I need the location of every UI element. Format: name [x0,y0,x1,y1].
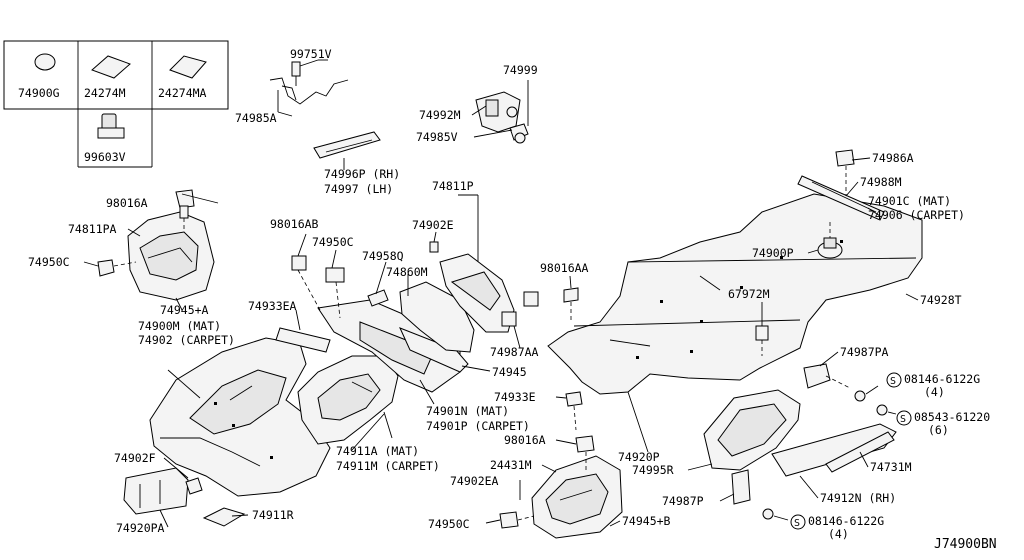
grommet-icon [34,53,56,71]
callout-label: 74911A (MAT) [336,444,419,458]
callout-label: 74988M [860,175,902,189]
callout-label: 74997 (LH) [324,182,393,196]
callout-label: 74995R [632,463,674,477]
callout-label: (6) [928,423,949,437]
callout-label: 74860M [386,265,428,279]
callout-label: 08146-6122G [808,514,884,528]
callout-label: 74996P (RH) [324,167,400,181]
callout-label: 98016AA [540,261,589,275]
callout-label: 74900M (MAT) [138,319,221,333]
callout-label: 74945 [492,365,527,379]
callout-label: 74933E [494,390,536,404]
callout-label: 67972M [728,287,770,301]
lower-seat-pan [499,391,623,539]
callout-label: 74987P [662,494,704,508]
callout-label: 74987PA [840,345,889,359]
callout-label: 74902 (CARPET) [138,333,235,347]
callout-label: 74811P [432,179,474,193]
callout-label: 74987AA [490,345,539,359]
svg-text:S: S [900,414,906,425]
center-seat-bracket [399,194,539,353]
callout-label: 74912N (RH) [820,491,896,505]
callout-label: 74950C [312,235,354,249]
clip-67972M [755,325,769,341]
left-seat-pan [97,189,215,301]
right-storage-tray [703,363,897,505]
callout-label: 74958Q [362,249,404,263]
s-marker-icon: S S S [790,372,912,530]
inset-panel: 74900G 24274M 24274MA 99603V [3,40,229,168]
pad-24274MA-icon [169,55,207,79]
rear-floor-mat [297,355,399,445]
callout-label: (4) [828,527,849,541]
callout-label: 74906 (CARPET) [868,208,965,222]
callout-label: 74950C [428,517,470,531]
callout-label: 74902EA [450,474,499,488]
callout-label: 74945+B [622,514,671,528]
callout-label: 74920P [618,450,660,464]
callout-label: 74911R [252,508,294,522]
callout-label: 74901P (CARPET) [426,419,530,433]
center-rails [275,255,469,393]
bolt-icon [762,385,897,521]
clip-98016AA [563,287,579,303]
harness-bracket [269,59,349,112]
callout-label: 08543-61220 [914,410,990,424]
callout-label: 74928T [920,293,962,307]
callout-label: 74999 [503,63,538,77]
callout-labels: 99751V 74985A 74999 74992M 74985V 74996P… [28,47,990,541]
clip-99603V-icon [97,113,125,139]
inset-part-label: 24274M [84,86,126,100]
front-floor-carpet [149,337,331,497]
callout-label: 74945+A [160,303,209,317]
callout-label: 74902F [114,451,156,465]
callout-label: 74901C (MAT) [868,194,951,208]
callout-label: 74731M [870,460,912,474]
callout-label: 74901N (MAT) [426,404,509,418]
inset-part-label: 99603V [84,150,126,164]
callout-label: 74985A [235,111,277,125]
callout-label: 98016A [106,196,148,210]
callout-label: 98016A [504,433,546,447]
callout-label: 74992M [419,108,461,122]
callout-label: 98016AB [270,217,319,231]
grommet-74900P [817,222,843,259]
svg-text:S: S [794,518,800,529]
callout-label: (4) [924,385,945,399]
callout-label: 99751V [290,47,332,61]
callout-label: 74920PA [116,521,165,535]
inset-part-label: 24274MA [158,86,207,100]
callout-label: 24431M [490,458,532,472]
svg-text:S: S [890,376,896,387]
inset-part-label: 74900G [18,86,60,100]
pad-74911R [202,507,246,527]
callout-label: 74986A [872,151,914,165]
bracket-74920PA [123,467,203,515]
sill-trim [313,131,381,159]
callout-label: 74950C [28,255,70,269]
leader-lines [83,59,919,528]
callout-label: 74900P [752,246,794,260]
rear-rail [797,149,885,221]
callout-label: 74985V [416,130,458,144]
callout-label: 74933EA [248,299,297,313]
callout-label: 08146-6122G [904,372,980,386]
callout-label: 74811PA [68,222,117,236]
callout-label: 74911M (CARPET) [336,459,440,473]
callout-label: 74902E [412,218,454,232]
diagram-id: J74900BN [934,537,997,552]
pad-24274M-icon [91,55,131,79]
hinge-bracket [475,80,529,144]
